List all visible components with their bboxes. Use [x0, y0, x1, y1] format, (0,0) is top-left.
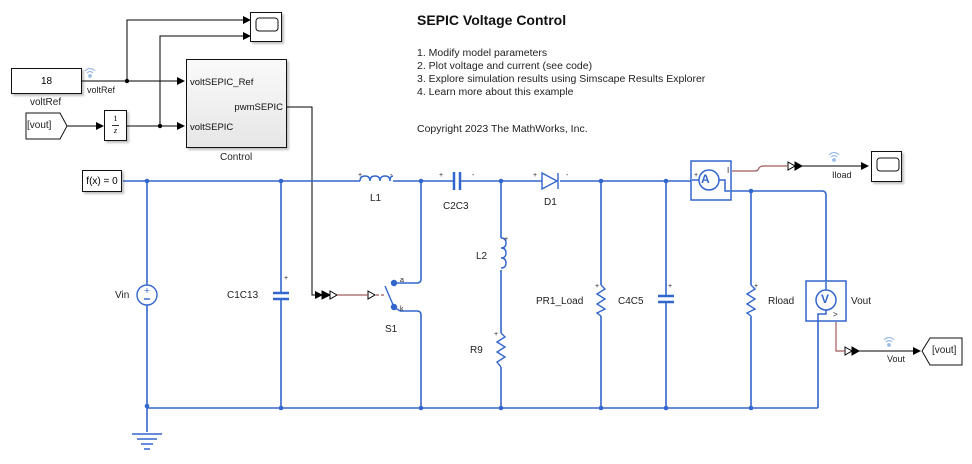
- c2c3-plus-mark: +: [439, 172, 444, 179]
- delay-numerator: 1: [113, 114, 118, 123]
- l2-plus-mark: +: [504, 236, 509, 243]
- signal-label-vout: Vout: [887, 354, 906, 364]
- link-learn-more[interactable]: 4. Learn more about this example: [417, 86, 574, 98]
- signal-pwm[interactable]: [287, 106, 323, 299]
- label-l2: L2: [476, 251, 488, 262]
- svg-text:+: +: [144, 286, 151, 295]
- goto-vout-shape[interactable]: [921, 337, 963, 366]
- signal-voltref-to-scope[interactable]: [126, 16, 251, 81]
- from-vout-shape[interactable]: [25, 112, 68, 140]
- constant-block-name: voltRef: [30, 97, 62, 108]
- rload-plus-mark: +: [754, 283, 759, 290]
- pr1-plus-mark: +: [595, 283, 600, 290]
- logging-icons: [84, 67, 895, 347]
- logged-signal-icon-iload: [828, 151, 840, 162]
- control-subsystem[interactable]: voltSEPIC_Ref voltSEPIC pwmSEPIC: [186, 59, 287, 148]
- converter-arrows: [321, 161, 861, 356]
- signal-label-iload: Iload: [832, 170, 852, 180]
- label-s1: S1: [385, 324, 398, 335]
- annotation-title: SEPIC Voltage Control: [417, 12, 567, 28]
- goto-vout-tag: [vout]: [932, 345, 957, 356]
- circuit-wires: [123, 175, 827, 432]
- port-pwmsepic: pwmSEPIC: [234, 102, 283, 113]
- signal-lines: [66, 16, 921, 355]
- s1-a-mark: a: [400, 277, 404, 284]
- copyright-text: Copyright 2023 The MathWorks, Inc.: [417, 123, 588, 135]
- label-pr1-load: PR1_Load: [536, 296, 584, 307]
- resistor-pr1-load-icon[interactable]: [595, 284, 607, 317]
- capacitor-c4c5-icon[interactable]: [658, 294, 674, 304]
- s1-k-mark: k: [400, 306, 404, 313]
- junctions: [144, 178, 754, 411]
- physical-signal-lines: [337, 165, 845, 352]
- ammeter-symbol: A: [701, 172, 710, 186]
- signal-voltsepic-to-scope[interactable]: [159, 32, 251, 126]
- diode-d1-icon[interactable]: [541, 171, 559, 191]
- ammeter-plus-mark: +: [694, 172, 699, 179]
- label-vin: Vin: [115, 290, 130, 301]
- label-d1: D1: [544, 197, 557, 208]
- label-c2c3: C2C3: [443, 201, 469, 212]
- scope-block-iload[interactable]: [871, 151, 902, 182]
- label-rload: Rload: [768, 296, 795, 307]
- c1c13-plus-mark: +: [284, 275, 289, 282]
- vin-source-icon[interactable]: +: [136, 284, 158, 306]
- ammeter-port-i: I: [727, 166, 730, 175]
- label-l1: L1: [370, 193, 382, 204]
- control-subsystem-name: Control: [220, 152, 253, 163]
- resistor-r9-icon[interactable]: [495, 332, 507, 368]
- inductor-l2-icon[interactable]: [500, 237, 507, 269]
- from-vout-tag: [vout]: [27, 120, 52, 131]
- solver-label: f(x) = 0: [86, 175, 118, 187]
- signal-label-voltref: voltRef: [87, 85, 116, 95]
- voltmeter-symbol: V: [821, 292, 830, 306]
- constant-value: 18: [40, 75, 53, 87]
- capacitor-c2c3-icon[interactable]: [452, 172, 462, 190]
- label-c1c13: C1C13: [227, 290, 259, 301]
- link-plot-voltage-current[interactable]: 2. Plot voltage and current (see code): [417, 60, 593, 72]
- switch-s1-icon[interactable]: [384, 279, 401, 312]
- link-explore-results[interactable]: 3. Explore simulation results using Sims…: [417, 73, 706, 85]
- inductor-l1-icon[interactable]: [359, 175, 394, 182]
- c4c5-plus-mark: +: [668, 283, 673, 290]
- scope-screens: [255, 17, 900, 172]
- label-r9: R9: [470, 345, 483, 356]
- voltmeter-block[interactable]: [805, 280, 847, 322]
- link-modify-parameters[interactable]: 1. Modify model parameters: [417, 47, 548, 59]
- voltmeter-name: Vout: [851, 296, 872, 307]
- label-c4c5: C4C5: [618, 296, 644, 307]
- r9-plus-mark: +: [494, 331, 499, 338]
- l1-plus-mark: +: [358, 172, 363, 179]
- solver-configuration-block[interactable]: f(x) = 0: [82, 170, 122, 192]
- l1-minus-mark: -: [390, 172, 393, 179]
- d1-minus-mark: -: [566, 172, 569, 179]
- logged-signal-icon-voltref: [84, 67, 96, 78]
- logged-signal-icon-vout: [883, 336, 895, 347]
- port-voltsepic-ref: voltSEPIC_Ref: [190, 77, 254, 88]
- voltmeter-output-mark: >: [833, 310, 838, 319]
- ammeter-block[interactable]: [690, 160, 732, 201]
- constant-block[interactable]: 18: [11, 68, 82, 94]
- scope-block-control[interactable]: [250, 12, 282, 42]
- unit-delay-block[interactable]: 1 z: [104, 110, 127, 141]
- delay-denominator: z: [113, 126, 118, 135]
- port-voltsepic: voltSEPIC: [190, 122, 234, 133]
- ground-icon[interactable]: [132, 433, 162, 450]
- capacitor-c1c13-icon[interactable]: [273, 291, 289, 301]
- branch-points: [124, 78, 163, 129]
- resistor-rload-icon[interactable]: [745, 284, 757, 317]
- d1-plus-mark: +: [533, 172, 538, 179]
- c2c3-minus-mark: -: [472, 172, 475, 179]
